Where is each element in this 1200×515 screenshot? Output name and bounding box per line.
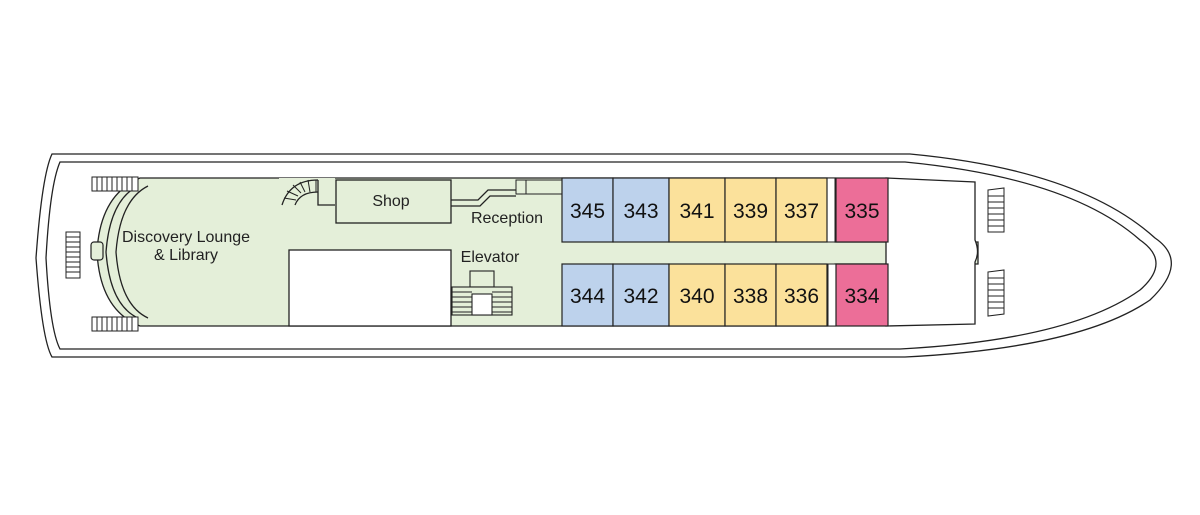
cabin-number-341: 341 xyxy=(679,200,714,223)
cabin-number-339: 339 xyxy=(733,200,768,223)
elevator-label: Elevator xyxy=(461,249,520,266)
cabin-number-344: 344 xyxy=(570,285,605,308)
cabin-number-345: 345 xyxy=(570,200,605,223)
cabin-339[interactable] xyxy=(724,177,777,243)
cabin-342[interactable] xyxy=(612,263,670,327)
cabin-number-340: 340 xyxy=(679,285,714,308)
cabin-number-343: 343 xyxy=(623,200,658,223)
stern-railing xyxy=(105,185,139,319)
cabins-bottom-row: 344 342 340 338 336 334 xyxy=(561,263,889,327)
reception-label: Reception xyxy=(471,210,543,227)
cabin-343[interactable] xyxy=(612,177,670,243)
cabin-number-342: 342 xyxy=(623,285,658,308)
central-room xyxy=(288,249,452,327)
lounge-label-line1: Discovery Lounge xyxy=(122,229,250,246)
stern-ladder xyxy=(65,231,81,279)
bow-ladder-bottom xyxy=(987,269,1005,317)
stern-stairs-top xyxy=(91,176,139,192)
cabins-top-row: 345 343 341 339 337 335 xyxy=(561,177,889,243)
hull-inner xyxy=(45,161,1157,350)
cabin-337[interactable] xyxy=(775,177,828,243)
bow-ladder-top xyxy=(987,187,1005,233)
cabin-345[interactable] xyxy=(561,177,614,243)
reception-desk xyxy=(451,189,516,207)
elevator-shaft xyxy=(451,270,513,316)
spiral-staircase xyxy=(279,178,335,212)
stern-railing-inner xyxy=(115,185,149,319)
cabin-number-337: 337 xyxy=(784,200,819,223)
cabin-number-338: 338 xyxy=(733,285,768,308)
stern-stairs-bottom xyxy=(91,316,139,332)
cabin-334[interactable] xyxy=(835,263,889,327)
lounge-label-line2: & Library xyxy=(154,247,218,264)
stern-post xyxy=(90,241,104,261)
cabin-number-336: 336 xyxy=(784,285,819,308)
shop-room xyxy=(335,179,452,224)
cabin-335[interactable] xyxy=(835,177,889,243)
cabin-number-335: 335 xyxy=(844,200,879,223)
bow-area xyxy=(885,177,979,327)
cabin-344[interactable] xyxy=(561,263,614,327)
hull-outer xyxy=(35,153,1172,358)
cabin-338[interactable] xyxy=(724,263,777,327)
shop-label: Shop xyxy=(372,193,409,210)
cabin-336[interactable] xyxy=(775,263,828,327)
reception-box-2 xyxy=(525,179,563,195)
reception-box-1 xyxy=(515,179,527,195)
cabin-number-334: 334 xyxy=(844,285,879,308)
cabin-340[interactable] xyxy=(668,263,726,327)
